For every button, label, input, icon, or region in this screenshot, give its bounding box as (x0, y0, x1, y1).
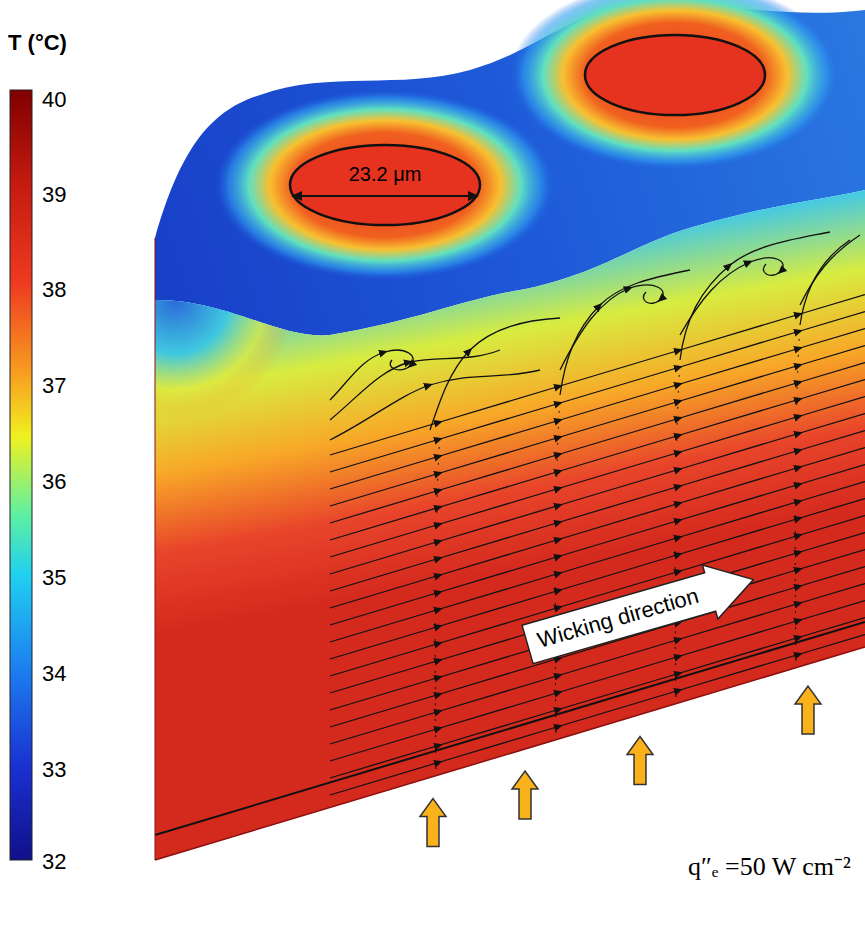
streamline (330, 380, 865, 541)
front-face (155, 190, 865, 860)
streamlines (330, 232, 865, 812)
streamline (330, 448, 865, 609)
hot-spot-halo (510, 0, 840, 170)
cool-region (55, 180, 295, 420)
streamline (330, 465, 865, 626)
streamline (330, 431, 865, 592)
streamline (330, 499, 865, 660)
heat-flux-arrow (795, 686, 821, 734)
tick-label: 40 (42, 87, 66, 112)
heat-flux-arrow (420, 799, 446, 847)
hot-spot-halo (215, 90, 555, 280)
streamline (330, 635, 865, 796)
rising-streamline (555, 401, 560, 733)
streamline (330, 414, 865, 575)
tick-label: 38 (42, 277, 66, 302)
tick-label: 37 (42, 373, 66, 398)
tick-label: 35 (42, 565, 66, 590)
base-layer-line (155, 622, 865, 835)
vortex-streamline (680, 258, 783, 335)
streamline (330, 295, 865, 456)
streamline (330, 329, 865, 490)
heat-flux-arrows (420, 686, 821, 847)
vortex-streamline (560, 270, 690, 395)
vortex-streamline (800, 235, 860, 305)
streamline (330, 363, 865, 524)
vortex-streamline (800, 240, 850, 325)
block-edge (155, 647, 865, 860)
streamline (330, 397, 865, 558)
vortex-streamline (430, 318, 560, 430)
colorbar (10, 90, 32, 860)
rising-streamline (795, 329, 800, 661)
heat-flux-arrow (627, 737, 653, 785)
tick-label: 32 (42, 849, 66, 874)
tick-label: 39 (42, 182, 66, 207)
rising-streamline (435, 437, 440, 769)
rising-streamline (675, 365, 680, 697)
base-layer (155, 647, 865, 900)
heat-flux-arrow (512, 771, 538, 819)
vortex-streamline (330, 350, 413, 400)
vortex-streamline (330, 370, 540, 440)
arrow-outline (519, 553, 760, 672)
streamline (330, 550, 865, 711)
streamline (330, 312, 865, 473)
tick-label: 34 (42, 661, 66, 686)
tick-label: 33 (42, 757, 66, 782)
block-edge (155, 238, 156, 860)
heat-flux-label: q″ₑ =50 W cm⁻² (688, 852, 851, 882)
streamline (330, 346, 865, 507)
pillar-top (290, 145, 480, 225)
streamline (330, 516, 865, 677)
axis-title: T (°C) (8, 30, 67, 55)
streamline (330, 652, 865, 813)
tick-label: 36 (42, 469, 66, 494)
vortex-streamline (330, 350, 500, 420)
dimension-label: 23.2 μm (349, 163, 422, 186)
dimension-line (292, 195, 478, 197)
streamline (330, 533, 865, 694)
vortex-streamline (560, 285, 663, 370)
pillar-top (585, 35, 765, 115)
